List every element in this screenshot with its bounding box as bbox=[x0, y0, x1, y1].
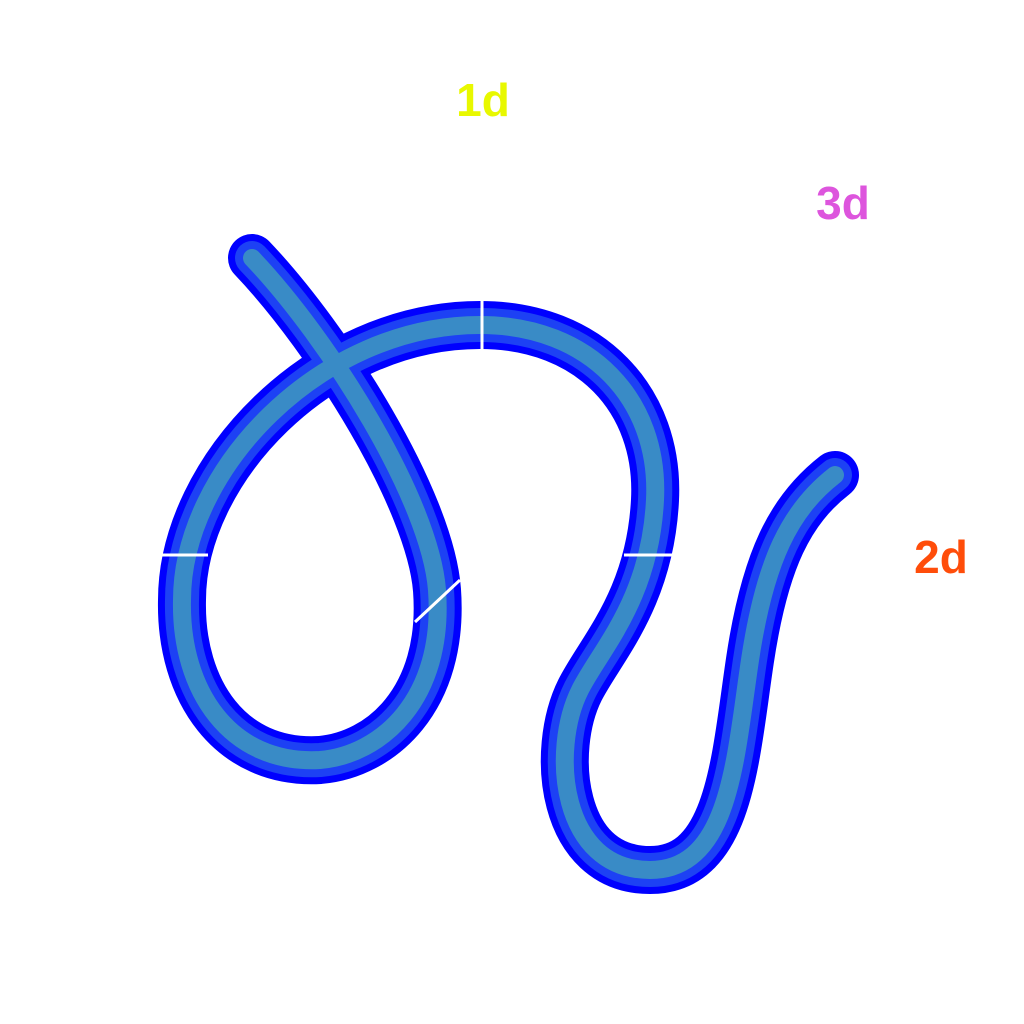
label-1d: 1d bbox=[456, 74, 510, 126]
label-2d: 2d bbox=[914, 531, 968, 583]
label-3d: 3d bbox=[816, 177, 870, 229]
segment-separators bbox=[158, 300, 672, 624]
separator-loop bbox=[413, 578, 462, 624]
